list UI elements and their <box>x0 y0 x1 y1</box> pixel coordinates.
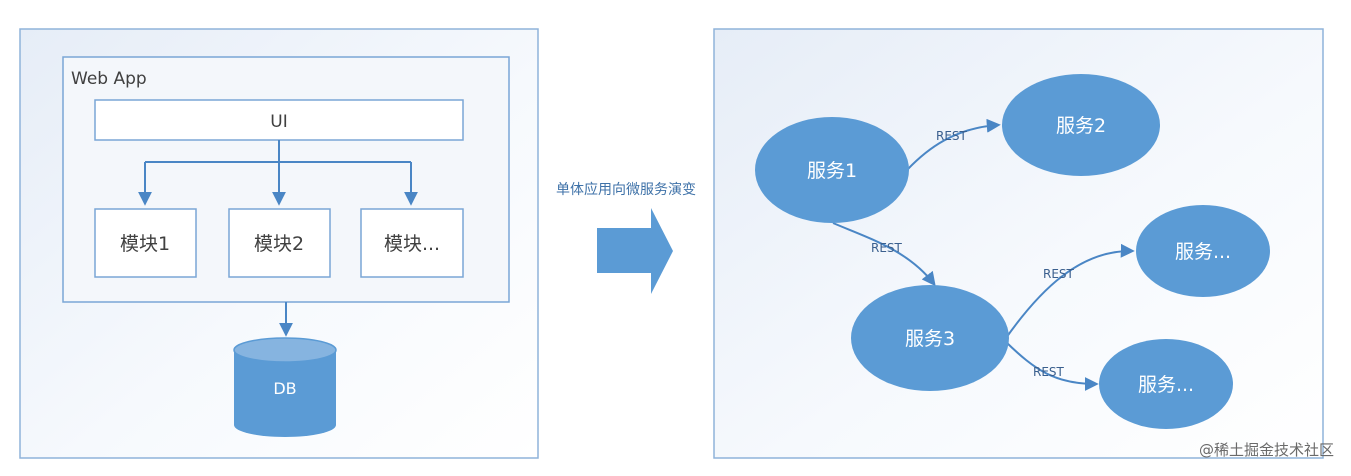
module-box-2 <box>228 208 331 278</box>
service-node-2 <box>1002 74 1160 176</box>
module-box-3 <box>360 208 464 278</box>
ui-box <box>94 99 464 141</box>
transition-arrow-icon <box>597 208 673 294</box>
edge-label-s3-s5: REST <box>1033 365 1065 379</box>
monolith-panel: Web App UI 模块1 模块2 模块... DB <box>19 28 539 459</box>
db-cylinder-icon <box>233 337 337 437</box>
service-node-4 <box>1136 205 1270 297</box>
watermark-text: @稀土掘金技术社区 <box>1199 441 1334 459</box>
ui-label: UI <box>270 112 287 132</box>
edge-label-s3-s4: REST <box>1043 267 1075 281</box>
transition-label: 单体应用向微服务演变 <box>556 181 696 198</box>
db-label: DB <box>273 379 296 398</box>
service-node-5 <box>1099 339 1233 429</box>
module-label-3: 模块... <box>384 233 440 255</box>
service-label-2: 服务2 <box>1056 115 1106 137</box>
module-label-1: 模块1 <box>120 233 170 255</box>
edge-label-s1-s3: REST <box>871 241 903 255</box>
module-box-1 <box>94 208 197 278</box>
edge-s3-s5 <box>1005 341 1099 391</box>
service-label-1: 服务1 <box>807 160 857 182</box>
edge-label-s1-s2: REST <box>936 129 968 143</box>
edge-s1-s2 <box>906 118 1001 171</box>
transition: 单体应用向微服务演变 <box>556 181 696 294</box>
microservices-panel: REST REST REST REST 服务1 服务2 服务3 服务... 服务… <box>713 28 1324 459</box>
module-label-2: 模块2 <box>254 233 304 255</box>
service-node-1 <box>755 117 909 223</box>
edge-s3-s4 <box>1005 243 1135 339</box>
service-label-3: 服务3 <box>905 328 955 350</box>
web-app-title: Web App <box>71 69 147 89</box>
service-label-5: 服务... <box>1138 374 1194 396</box>
edge-s1-s3 <box>832 222 936 287</box>
service-label-4: 服务... <box>1175 241 1231 263</box>
service-node-3 <box>851 285 1009 391</box>
